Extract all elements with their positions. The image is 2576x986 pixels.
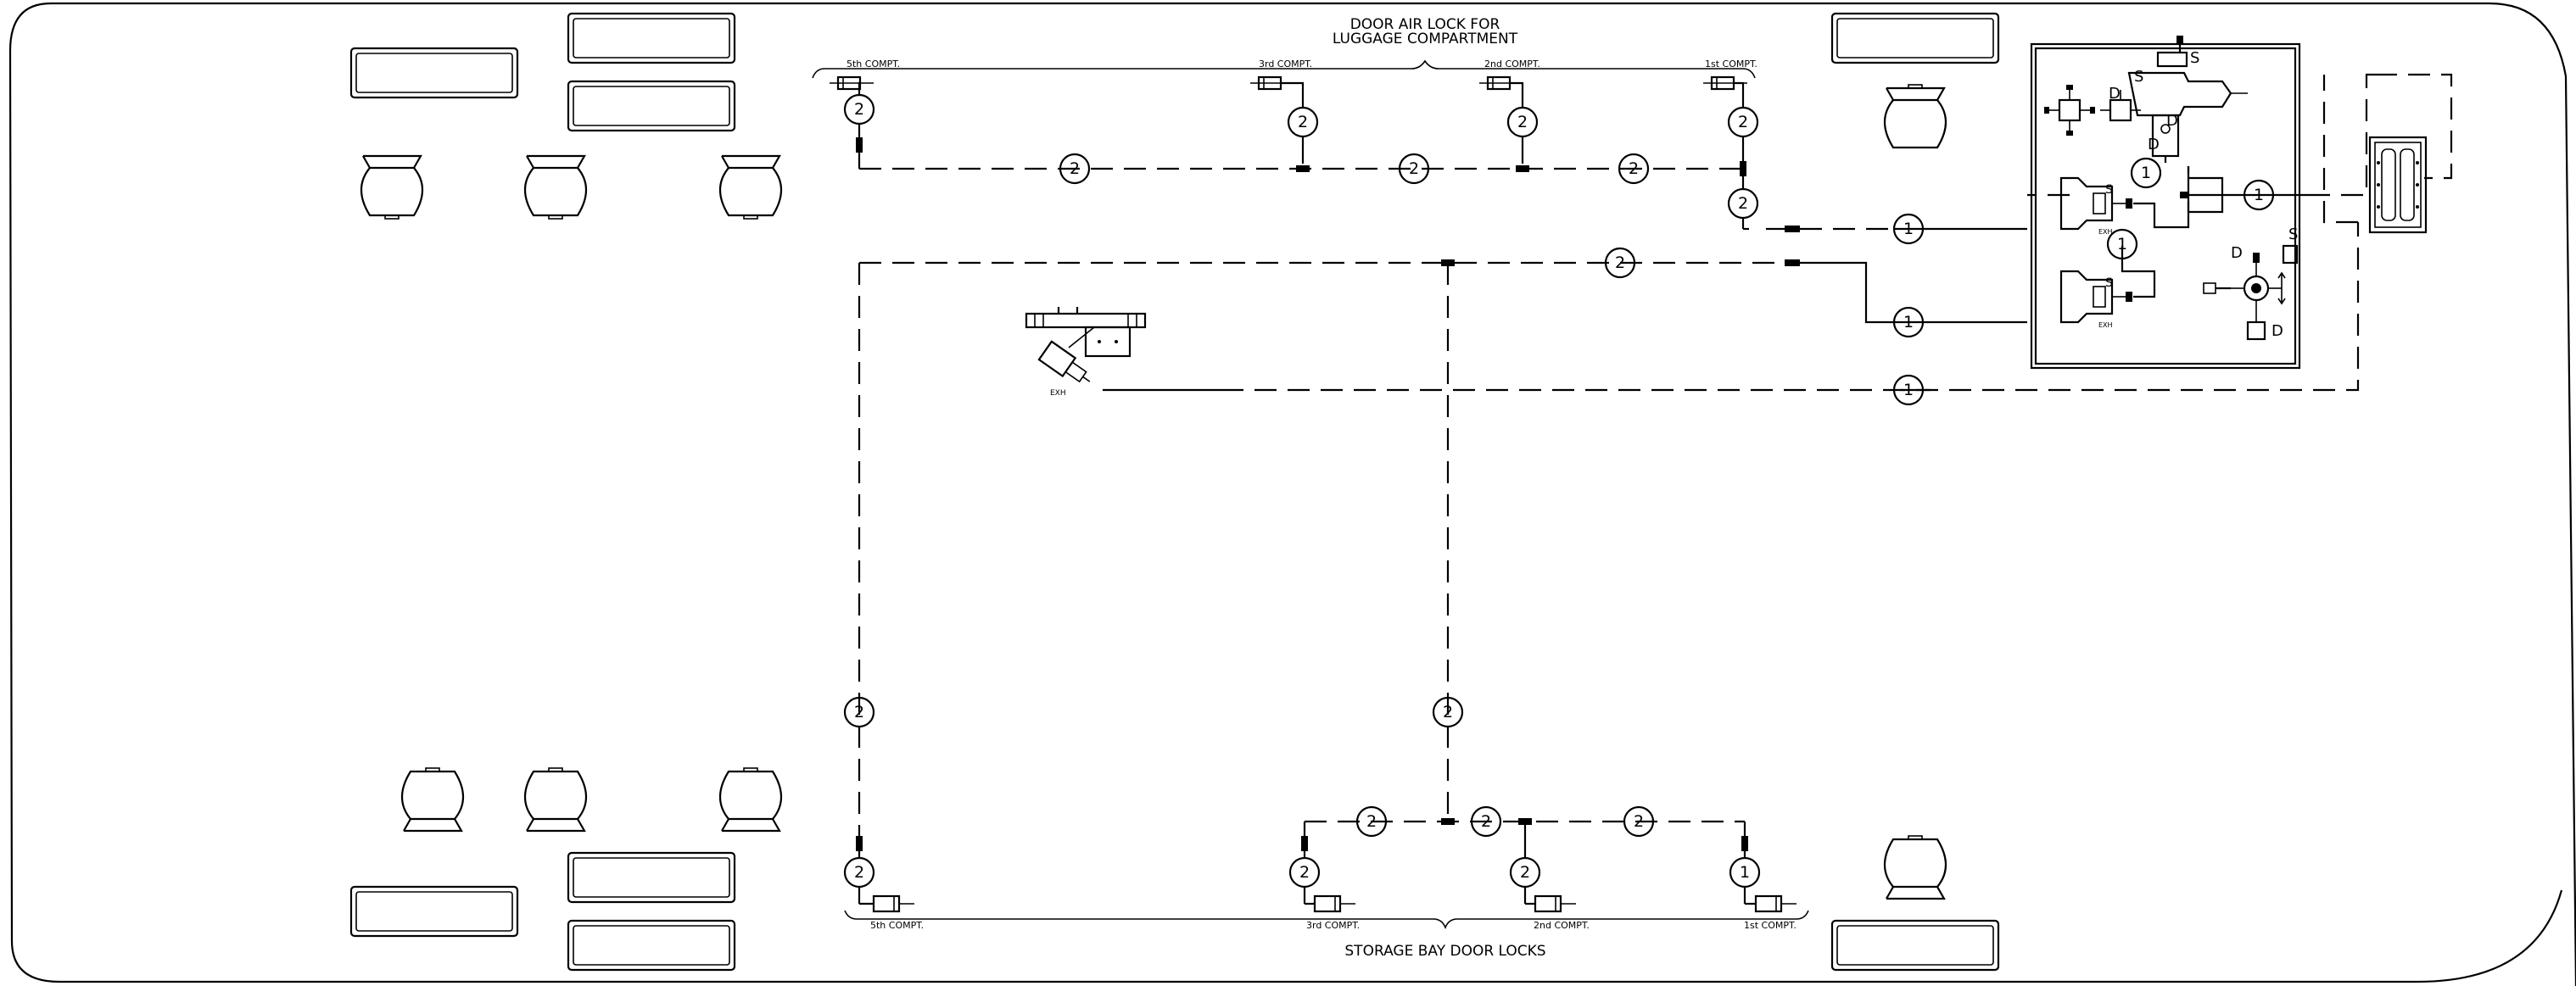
callout-8: 2 <box>1738 194 1748 213</box>
panels-left-top <box>349 12 736 132</box>
callout-14: 2 <box>1443 703 1453 721</box>
callout-16: 2 <box>1481 812 1491 831</box>
valve-label-d1: D <box>2166 112 2178 130</box>
callout-panel-2: 1 <box>2117 235 2127 253</box>
exh-label-1: EXH <box>1050 389 1066 398</box>
valve-label-s5: S <box>2288 226 2298 243</box>
callout-7: 2 <box>1629 159 1639 178</box>
callout-6: 2 <box>1409 159 1419 178</box>
tee-fitting-right-bottom: D <box>2246 314 2283 341</box>
pressure-regulator: S S D D <box>2127 36 2248 163</box>
valve-label-d4: D <box>2231 244 2243 262</box>
solenoid-valve-lower: S EXH <box>2059 270 2132 329</box>
top-title-line2: LUGGAGE COMPARTMENT <box>1333 31 1518 47</box>
valve-label-d3: D <box>2109 85 2121 103</box>
supply-lines <box>858 73 2453 831</box>
bottom-brace <box>844 910 1809 930</box>
top-piping <box>856 81 1749 231</box>
exh-label-3: EXH <box>2098 321 2113 329</box>
top-comp-label-2: 2nd COMPT. <box>1484 58 1540 70</box>
top-title-line1: DOOR AIR LOCK FOR <box>1350 16 1500 33</box>
callout-2: 2 <box>1298 113 1308 131</box>
tee-fitting-right-top: S <box>2282 226 2298 265</box>
callout-20: 2 <box>1520 863 1530 882</box>
callout-5: 2 <box>1070 159 1080 178</box>
air-bags-bottom <box>401 767 1947 900</box>
valve-label-d2: D <box>2148 136 2160 153</box>
top-callouts: 2 2 2 2 2 2 2 2 <box>843 93 1759 220</box>
callout-3: 2 <box>1517 113 1528 131</box>
valve-control-panel: S S D D D <box>2030 36 2301 370</box>
bottom-callouts: 2 2 2 2 2 2 1 <box>843 805 1761 889</box>
panels-right <box>1830 12 2000 972</box>
exh-label-2: EXH <box>2098 228 2113 236</box>
bottom-comp-label-1: 1st COMPT. <box>1744 920 1796 931</box>
bottom-comp-label-2: 2nd COMPT. <box>1534 920 1590 931</box>
bottom-lock-cylinders <box>872 894 1796 913</box>
top-brace <box>812 59 1756 79</box>
valve-label-s1: S <box>2190 49 2199 67</box>
valve-label-s2: S <box>2134 68 2143 86</box>
callout-12: 1 <box>1903 381 1914 399</box>
top-comp-label-5: 5th COMPT. <box>847 58 900 70</box>
bottom-comp-label-5: 5th COMPT. <box>870 920 924 931</box>
valve-label-s4: S <box>2105 276 2113 290</box>
vehicle-outline <box>8 2 2576 986</box>
top-comp-label-1: 1st COMPT. <box>1705 58 1757 70</box>
callout-4: 2 <box>1738 113 1748 131</box>
panels-left-bottom <box>349 851 736 972</box>
callout-1: 2 <box>854 100 864 119</box>
callout-13: 2 <box>854 703 864 721</box>
tee-fitting-left: D <box>2100 85 2141 122</box>
solenoid-valve-upper: S EXH <box>2059 176 2132 236</box>
bottom-piping <box>856 818 1756 905</box>
bottom-comp-label-3: 3rd COMPT. <box>1306 920 1360 931</box>
air-bags-top <box>360 84 1947 220</box>
exhaust-valve-assembly: EXH <box>1025 307 1147 398</box>
callout-17: 2 <box>1634 812 1644 831</box>
callout-18: 2 <box>854 863 864 882</box>
top-comp-label-3: 3rd COMPT. <box>1259 58 1312 70</box>
valve-label-s3: S <box>2105 183 2113 197</box>
callout-15: 2 <box>1366 812 1377 831</box>
callout-panel-3: 1 <box>2254 186 2264 204</box>
callout-19: 2 <box>1299 863 1310 882</box>
bottom-title: STORAGE BAY DOOR LOCKS <box>1344 943 1545 960</box>
valve-label-d5: D <box>2271 322 2283 340</box>
callout-11: 1 <box>1903 313 1914 331</box>
callout-9: 1 <box>1903 220 1914 238</box>
callout-panel-1: 1 <box>2141 164 2151 182</box>
callout-10: 2 <box>1615 253 1625 272</box>
air-reservoir <box>2368 136 2428 234</box>
cross-fitting-left <box>2044 85 2095 136</box>
mid-callouts: 1 2 1 1 2 2 <box>843 213 1925 728</box>
callout-21: 1 <box>1740 863 1750 882</box>
cross-fitting-right: D <box>2203 244 2286 314</box>
